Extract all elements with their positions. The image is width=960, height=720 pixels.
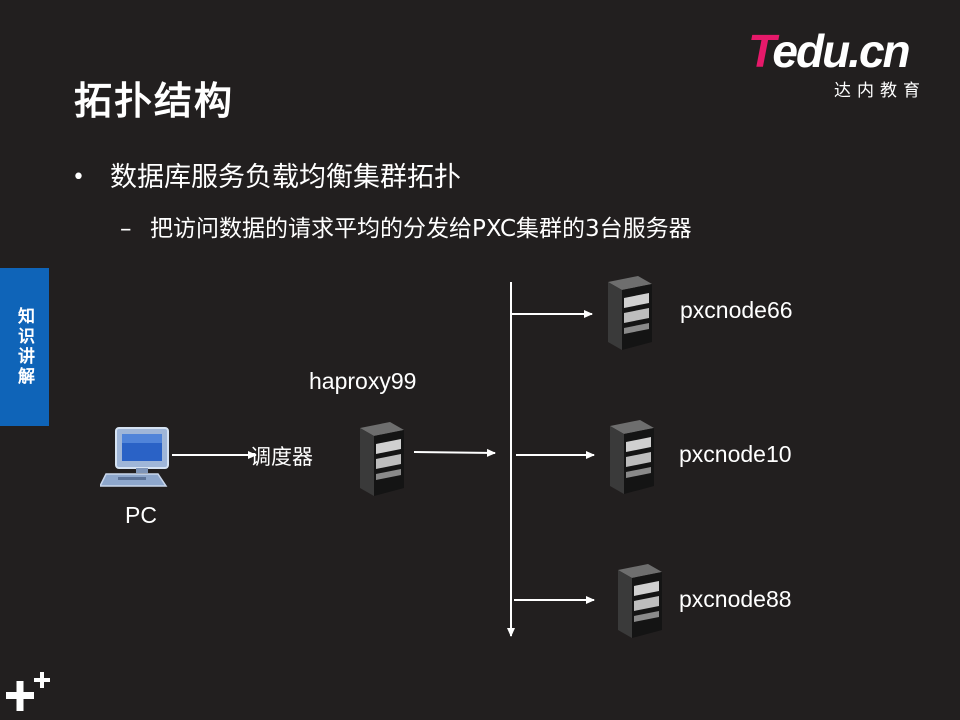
proxy-label: haproxy99 xyxy=(309,368,417,394)
bullet-level2: – 把访问数据的请求平均的分发给PXC集群的3台服务器 xyxy=(120,212,692,246)
plus-plus-icon xyxy=(6,672,50,711)
arrow-proxy-to-bus xyxy=(413,448,496,457)
scheduler-label: 调度器 xyxy=(250,445,313,469)
tower-server-icon xyxy=(608,276,652,350)
tedu-logo: Tedu.cn 达内教育 xyxy=(748,26,938,102)
tower-server-icon xyxy=(610,420,654,494)
pc-label: PC xyxy=(125,502,157,528)
server-label-pxcnode66: pxcnode66 xyxy=(680,297,793,323)
bullet-level1: • 数据库服务负载均衡集群拓扑 xyxy=(72,160,461,196)
logo-wordmark: Tedu.cn xyxy=(748,25,911,77)
slide-title: 拓扑结构 xyxy=(74,79,235,123)
logo-subtitle: 达内教育 xyxy=(834,81,926,101)
bullet-level2-text: 把访问数据的请求平均的分发给PXC集群的3台服务器 xyxy=(150,216,692,242)
tower-server-icon xyxy=(618,564,662,638)
bullet-dot-icon: • xyxy=(72,165,85,190)
server-label-pxcnode88: pxcnode88 xyxy=(679,586,792,612)
desktop-computer-icon xyxy=(100,427,169,487)
tower-server-icon xyxy=(360,422,404,496)
bullet-dash-icon: – xyxy=(120,216,132,242)
side-tab: 知识讲解 xyxy=(0,268,49,426)
logo-wordmark-rest: edu.cn xyxy=(772,25,910,77)
logo-letter-t: T xyxy=(748,25,774,77)
bullet-level1-text: 数据库服务负载均衡集群拓扑 xyxy=(110,162,461,193)
side-tab-label: 知识讲解 xyxy=(14,307,34,387)
server-label-pxcnode10: pxcnode10 xyxy=(679,441,792,467)
